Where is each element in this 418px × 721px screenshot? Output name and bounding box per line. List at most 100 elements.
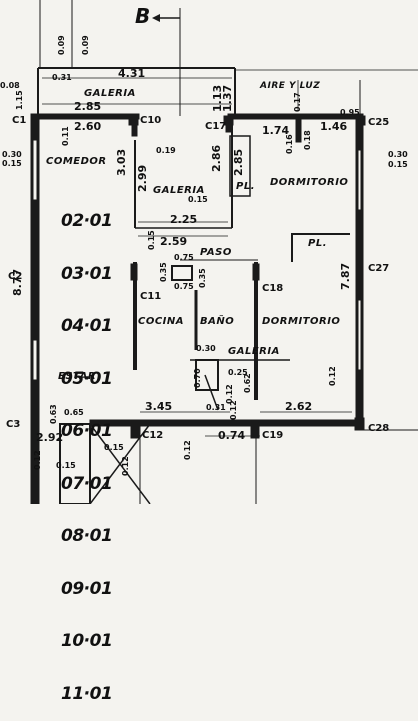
column-label-c17: C17: [205, 121, 227, 132]
wall-bottom: [89, 419, 361, 427]
pl-shaft: [229, 135, 251, 197]
room-galeria-top: GALERIA: [84, 88, 136, 99]
room-cocina: COCINA: [138, 316, 185, 327]
room-aire-luz: AIRE Y LUZ: [260, 81, 321, 91]
dim-035: 0.35: [159, 262, 168, 282]
dim-285: 2.85: [74, 100, 102, 113]
column-label-c11: C11: [140, 291, 162, 302]
unit-item: 03·01: [61, 263, 113, 284]
column-label-c28: C28: [368, 423, 390, 434]
dim-299: 2.99: [136, 164, 149, 192]
room-galeria-bottom: GALERIA: [228, 346, 280, 357]
dim-018: 0.18: [303, 130, 312, 150]
unit-item: 09·01: [61, 578, 113, 599]
column-label-c12: C12: [142, 430, 164, 441]
dim-012f: 0.12: [33, 450, 42, 470]
dim-095: 0.95: [340, 108, 360, 117]
dim-015e: 0.15: [104, 443, 124, 452]
window-comedor: [32, 139, 38, 201]
room-paso: PASO: [200, 247, 232, 258]
window-estar: [32, 339, 38, 381]
dim-009b: 0.09: [81, 35, 90, 55]
section-mark: B: [135, 4, 151, 28]
dim-015a: 0.15: [188, 195, 208, 204]
unit-item: 10·01: [61, 631, 113, 651]
dim-012c: 0.12: [328, 366, 337, 386]
column-c17: [223, 115, 234, 126]
unit-item: 06·01: [61, 421, 113, 441]
column-label-c2: C2: [8, 271, 23, 282]
dim-225: 2.25: [170, 213, 198, 226]
column-c11: [130, 263, 138, 281]
dim-031b: 0.31: [52, 73, 72, 82]
dim-031: 0.31: [206, 403, 226, 412]
dim-015f: 0.15: [56, 461, 76, 470]
room-comedor: COMEDOR: [46, 156, 107, 167]
dim-012b: 0.12: [121, 456, 130, 476]
dim-146: 1.46: [320, 120, 348, 133]
column-label-c19: C19: [262, 430, 284, 441]
column-label-c25: C25: [368, 117, 390, 128]
dim-260: 2.60: [74, 120, 102, 133]
window-dorm-top: [357, 149, 362, 211]
dim-431: 4.31: [118, 67, 146, 80]
room-pl-mid: PL.: [236, 181, 255, 192]
dim-074: 0.74: [218, 429, 246, 442]
dim-174: 1.74: [262, 124, 290, 137]
galeria-bottom-stair: [204, 374, 219, 411]
galeria-bottom-box: [195, 359, 219, 391]
column-c18: [252, 263, 260, 281]
dim-787: 7.87: [339, 262, 352, 290]
column-c28: [354, 417, 365, 431]
room-galeria-mid: GALERIA: [153, 185, 205, 196]
dim-011: 0.11: [61, 126, 70, 146]
dim-030c: 0.30: [2, 150, 22, 159]
dim-015c: 0.15: [147, 230, 156, 250]
dim-030b: 0.30: [196, 344, 216, 353]
dim-016: 0.16: [285, 134, 294, 154]
dim-019: 0.19: [156, 146, 176, 155]
column-label-c18: C18: [262, 283, 284, 294]
dim-303: 3.03: [115, 148, 128, 176]
wall-dorm-mid: [295, 117, 302, 143]
unit-item: 11·01: [61, 683, 113, 704]
unit-item: 07·01: [61, 473, 113, 494]
column-c19: [250, 425, 260, 439]
dim-070: 0.70: [193, 368, 202, 388]
column-c12: [130, 425, 140, 439]
column-c25: [355, 115, 366, 126]
room-estar: ESTAR: [58, 371, 97, 382]
dim-015d: 0.15: [2, 159, 22, 168]
dim-063: 0.63: [49, 404, 58, 424]
dim-035b: 0.35: [198, 268, 207, 288]
window-dorm-bottom: [357, 299, 362, 371]
dim-025: 0.25: [228, 368, 248, 377]
dim-012a: 0.12: [183, 440, 192, 460]
dim-009: 0.09: [57, 35, 66, 55]
floor-plan-drawing: [30, 0, 418, 504]
dim-012e: 0.12: [225, 384, 234, 404]
dim-137: 1.37: [221, 84, 234, 112]
dim-877: 8.77: [11, 268, 24, 296]
dim-075a: 0.75: [174, 253, 194, 262]
dim-015b: 0.15: [388, 160, 408, 169]
dim-030: 0.30: [388, 150, 408, 159]
dim-286: 2.86: [210, 144, 223, 172]
column-label-c10: C10: [140, 115, 162, 126]
unit-item: 04·01: [61, 316, 113, 336]
unit-item: 02·01: [61, 211, 113, 231]
unit-item: 08·01: [61, 526, 113, 546]
column-label-c3: C3: [6, 419, 21, 430]
dim-285v: 2.85: [232, 148, 245, 176]
dim-062: 0.62: [243, 373, 252, 393]
dim-017: 0.17: [293, 92, 302, 112]
unit-item: 05·01: [61, 368, 113, 389]
room-bano: BAÑO: [200, 316, 235, 327]
paso-door-box: [171, 265, 193, 281]
dim-262: 2.62: [285, 400, 313, 413]
section-arrow-head: [152, 14, 160, 22]
wall-top-left: [30, 113, 140, 120]
room-dormitorio-bottom: DORMITORIO: [262, 316, 341, 327]
column-label-c1: C1: [12, 115, 27, 126]
dim-345: 3.45: [145, 400, 173, 413]
